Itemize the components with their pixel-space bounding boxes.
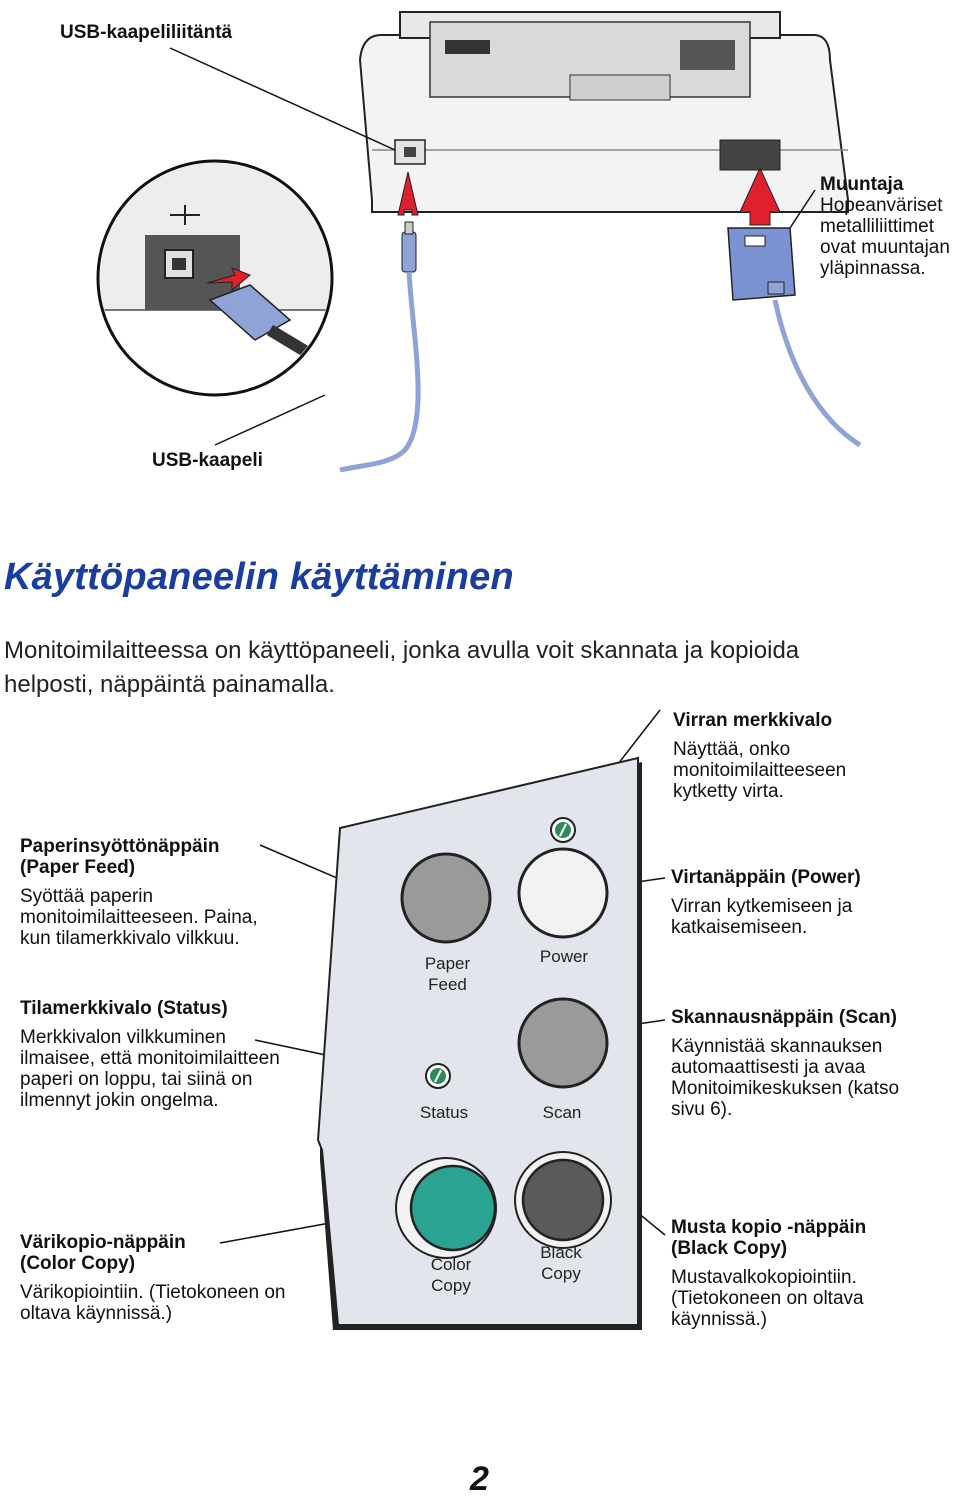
callout-title: Paperinsyöttönäppäin (Paper Feed) [20,836,220,878]
callout-title: Musta kopio -näppäin (Black Copy) [671,1217,867,1259]
callout-description: Värikopiointiin. (Tietokoneen on oltava … [20,1282,286,1324]
callout-power-button: Virtanäppäin (Power) Virran kytkemiseen … [671,867,951,938]
printer-rear [358,11,849,213]
callout-adapter: Muuntaja Hopeanväriset metalliliittimet … [820,174,960,279]
callout-usb-cable: USB-kaapeli [152,450,263,471]
panel-label-black-copy: Black Copy [540,1243,582,1283]
callout-description: Virran kytkemiseen ja katkaisemiseen. [671,896,853,938]
callout-description: Käynnistää skannauksen automaattisesti j… [671,1036,900,1120]
usb-cable-illustration [339,221,421,473]
paper-feed-button[interactable] [400,852,492,944]
callout-black-copy: Musta kopio -näppäin (Black Copy) Mustav… [671,1217,951,1330]
callout-description: Näyttää, onko monitoimilaitteeseen kytke… [673,739,847,802]
callout-paper-feed: Paperinsyöttönäppäin (Paper Feed) Syöttä… [20,836,320,949]
callout-status-light: Tilamerkkivalo (Status) Merkkivalon vilk… [20,998,320,1111]
callout-title: Tilamerkkivalo (Status) [20,998,228,1019]
callout-title: Virran merkkivalo [673,710,833,731]
section-intro: Monitoimilaitteessa on käyttöpaneeli, jo… [4,637,800,698]
usb-magnified-view [96,159,334,397]
panel-label-scan: Scan [542,1103,582,1122]
callout-description: Syöttää paperin monitoimilaitteeseen. Pa… [20,886,258,949]
status-light-icon [425,1063,451,1089]
panel-label-power: Power [539,947,589,966]
callout-description: Mustavalkokopiointiin. (Tietokoneen on o… [671,1267,864,1330]
panel-label-status: Status [419,1103,469,1122]
scan-button[interactable] [517,997,609,1089]
callout-color-copy: Värikopio-näppäin (Color Copy) Värikopio… [20,1232,320,1324]
callout-title: Värikopio-näppäin (Color Copy) [20,1232,186,1274]
black-copy-button[interactable] [514,1151,612,1249]
callout-title: Virtanäppäin (Power) [671,867,861,888]
power-button[interactable] [517,847,609,939]
section-heading: Käyttöpaneelin käyttäminen [4,556,514,598]
callout-description: Merkkivalon vilkkuminen ilmaisee, että m… [20,1027,280,1111]
arrow-red-icon [397,166,781,226]
panel-label-paper-feed: Paper Feed [424,954,471,994]
callout-description: Hopeanväriset metalliliittimet ovat muun… [820,195,950,279]
adapter-illustration [727,227,862,448]
callout-usb-port: USB-kaapeliliitäntä [60,22,233,43]
color-copy-button[interactable] [395,1157,497,1259]
callout-title: Muuntaja [820,174,904,195]
page-number: 2 [470,1460,489,1498]
panel-label-color-copy: Color Copy [430,1255,472,1295]
callout-scan-button: Skannausnäppäin (Scan) Käynnistää skanna… [671,1007,956,1120]
power-light-icon [550,817,576,843]
callout-title: Skannausnäppäin (Scan) [671,1007,897,1028]
callout-power-light: Virran merkkivalo Näyttää, onko monitoim… [673,710,953,802]
